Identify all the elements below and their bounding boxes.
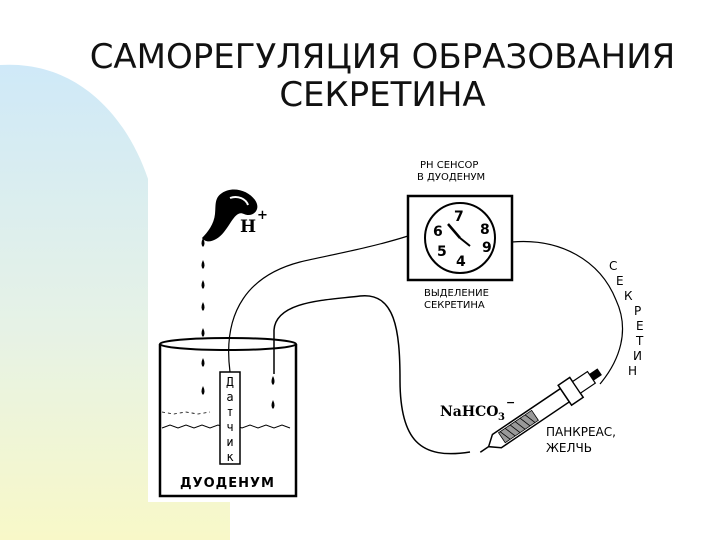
- duct-tube: [273, 295, 471, 455]
- sensor-label-line1: PH СЕНСОР: [420, 160, 478, 171]
- slide-title: САМОРЕГУЛЯЦИЯ ОБРАЗОВАНИЯ СЕКРЕТИНА: [0, 38, 720, 114]
- svg-text:Е: Е: [636, 319, 644, 333]
- svg-text:9: 9: [482, 240, 492, 256]
- ph-sensor-box: [406, 194, 514, 282]
- release-label-line2: СЕКРЕТИНА: [424, 300, 485, 311]
- svg-text:Е: Е: [616, 274, 624, 288]
- duodenum-label: ДУОДЕНУМ: [180, 476, 275, 491]
- stomach-icon: [202, 189, 258, 242]
- svg-text:6: 6: [433, 224, 443, 240]
- svg-text:С: С: [609, 259, 617, 273]
- stomach-ion-charge: +: [257, 208, 268, 223]
- svg-text:Р: Р: [634, 304, 641, 318]
- pancreas-label-line2: ЖЕЛЧЬ: [546, 441, 592, 455]
- svg-text:Д: Д: [226, 375, 234, 389]
- bicarbonate-subscript: 3: [498, 412, 505, 423]
- probe-label: Д а т ч и к: [226, 375, 234, 464]
- svg-text:4: 4: [456, 254, 466, 270]
- sensor-label-line2: В ДУОДЕНУМ: [417, 172, 485, 183]
- stomach-ion-label: H: [240, 217, 256, 237]
- bicarbonate-label: NaHCO: [440, 404, 498, 420]
- svg-text:Т: Т: [635, 334, 644, 348]
- pancreas-label-line1: ПАНКРЕАС,: [546, 425, 616, 439]
- pancreas-syringe: [479, 368, 602, 453]
- svg-text:ч: ч: [226, 420, 233, 434]
- probe-wire: [228, 235, 409, 373]
- svg-text:5: 5: [437, 244, 447, 260]
- secretin-wire: [511, 240, 624, 385]
- svg-text:7: 7: [454, 209, 464, 225]
- bicarbonate-charge: −: [506, 396, 515, 409]
- svg-text:а: а: [226, 390, 233, 404]
- svg-text:к: к: [226, 450, 234, 464]
- title-line-1: САМОРЕГУЛЯЦИЯ ОБРАЗОВАНИЯ: [89, 37, 676, 77]
- svg-text:и: и: [226, 435, 233, 449]
- svg-text:И: И: [633, 349, 642, 363]
- ph-dial-numbers: 4 5 6 7 8 9: [433, 209, 492, 270]
- svg-text:8: 8: [480, 222, 490, 238]
- release-label-line1: ВЫДЕЛЕНИЕ: [424, 288, 489, 299]
- title-line-2: СЕКРЕТИНА: [279, 75, 486, 115]
- svg-text:т: т: [226, 405, 233, 419]
- secretin-vertical-label: С Е К Р Е Т И Н: [609, 259, 644, 378]
- svg-text:Н: Н: [628, 364, 637, 378]
- acid-drops: [201, 238, 275, 409]
- svg-text:К: К: [624, 289, 633, 303]
- duodenum-beaker: [158, 337, 298, 498]
